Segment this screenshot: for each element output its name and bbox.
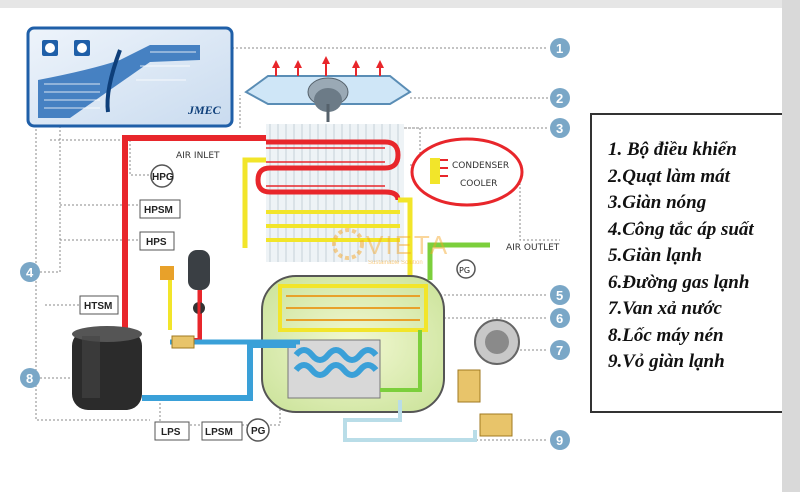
callout-1: 1 [550, 38, 570, 58]
htsm-label: HTSM [84, 301, 112, 312]
vieta-watermark: VIETA Sustainable Solution [332, 228, 449, 266]
callout-markers: 1 2 3 4 5 6 7 8 9 [20, 38, 570, 450]
legend-item-4: 4.Công tắc áp suất [608, 218, 754, 240]
pg-gauge-right: PG [459, 266, 470, 275]
filter-drier [188, 250, 210, 338]
air-path: AIR INLET AIR OUTLET PG [176, 151, 560, 280]
callout-4: 4 [20, 262, 40, 282]
evaporator-tank [261, 275, 445, 413]
svg-text:2: 2 [556, 91, 563, 106]
drain-valve [457, 319, 520, 437]
svg-text:6: 6 [556, 311, 563, 326]
air-outlet-label: AIR OUTLET [506, 243, 560, 253]
legend-item-5: 5.Giàn lạnh [608, 245, 702, 266]
refrigerant-lines [122, 135, 477, 442]
callout-8: 8 [20, 368, 40, 388]
svg-text:3: 3 [556, 121, 563, 136]
svg-text:7: 7 [556, 343, 563, 358]
legend-box: 1. Bộ điều khiển 2.Quạt làm mát 3.Giàn n… [590, 113, 788, 413]
callout-3: 3 [550, 118, 570, 138]
legend-item-9: 9.Vỏ giàn lạnh [608, 351, 725, 372]
controller-brand: JMEC [187, 103, 222, 117]
legend-item-3: 3.Giàn nóng [608, 192, 707, 213]
svg-text:4: 4 [26, 265, 34, 280]
condenser-label: CONDENSER [452, 161, 509, 171]
callout-6: 6 [550, 308, 570, 328]
hpg-label: HPG [152, 172, 174, 183]
cooling-fan [244, 56, 412, 122]
compressor [72, 326, 142, 410]
legend-item-1: 1. Bộ điều khiển [608, 139, 737, 160]
hps-label: HPS [146, 237, 167, 248]
legend-item-8: 8.Lốc máy nén [608, 324, 724, 346]
expansion-valve [160, 266, 195, 349]
lpsm-label: LPSM [205, 427, 233, 438]
watermark-tagline: Sustainable Solution [368, 260, 423, 266]
callout-7: 7 [550, 340, 570, 360]
watermark-brand: VIETA [366, 230, 449, 260]
controller-panel: JMEC [26, 26, 234, 128]
svg-text:5: 5 [556, 288, 563, 303]
cooler-label: COOLER [460, 179, 497, 189]
lps-label: LPS [161, 427, 181, 438]
callout-5: 5 [550, 285, 570, 305]
hpsm-label: HPSM [144, 205, 173, 216]
condenser-coil [255, 124, 404, 262]
legend-item-2: 2.Quạt làm mát [608, 165, 730, 187]
callout-2: 2 [550, 88, 570, 108]
legend-item-7: 7.Van xả nước [608, 298, 722, 319]
svg-text:1: 1 [556, 41, 563, 56]
callout-9: 9 [550, 430, 570, 450]
pressure-switches: HPG HPSM HPS HTSM LPS LPSM PG [79, 164, 270, 442]
pg-gauge-bottom: PG [251, 426, 266, 437]
svg-text:8: 8 [26, 371, 33, 386]
air-inlet-label: AIR INLET [176, 151, 220, 161]
svg-text:9: 9 [556, 433, 563, 448]
condenser-cooler-callout: CONDENSER COOLER [410, 137, 524, 207]
legend-item-6: 6.Đường gas lạnh [608, 271, 750, 293]
